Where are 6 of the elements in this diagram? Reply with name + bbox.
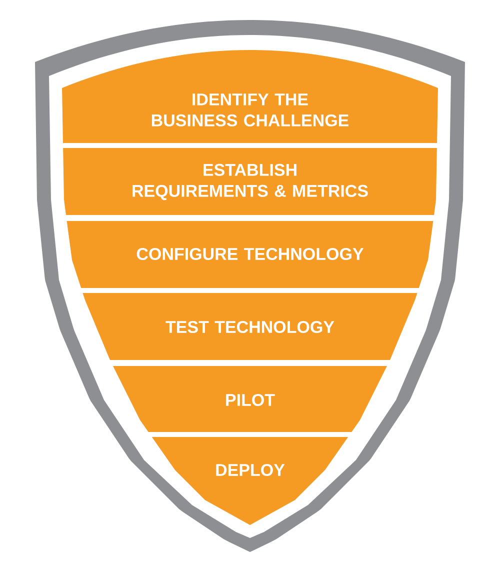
stage-band: PILOT — [113, 366, 387, 432]
stage-band: TEST TECHNOLOGY — [82, 293, 418, 360]
stage-band: DEPLOY — [152, 437, 348, 525]
stage-band: IDENTIFY THE BUSINESS CHALLENGE — [62, 50, 438, 143]
stage-band: ESTABLISH REQUIREMENTS & METRICS — [63, 148, 437, 215]
stage-band: CONFIGURE TECHNOLOGY — [66, 221, 434, 288]
